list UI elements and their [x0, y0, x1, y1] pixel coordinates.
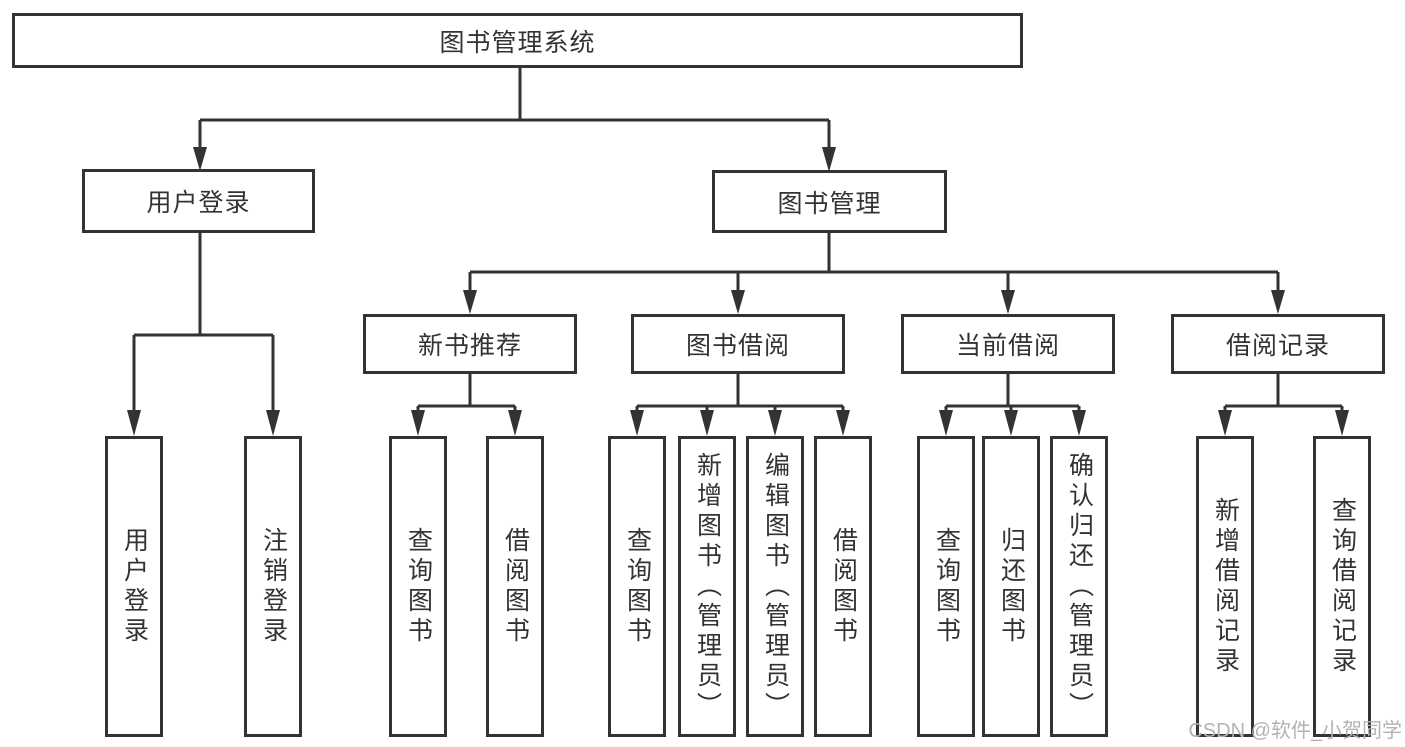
leaf-br-add-record-label: 新增借阅记录 [1211, 496, 1240, 677]
node-new-book-recommend: 新书推荐 [363, 314, 577, 374]
leaf-br-query-record-label: 查询借阅记录 [1328, 496, 1357, 677]
node-user-login: 用户登录 [82, 169, 315, 233]
leaf-br-query-record: 查询借阅记录 [1313, 436, 1371, 737]
node-root-label: 图书管理系统 [439, 28, 596, 57]
leaf-logout-login-label: 注销登录 [259, 526, 288, 647]
csdn-watermark: CSDN @软件_小贺同学 [1188, 720, 1402, 742]
leaf-cb-confirm-return-admin: 确认归还（管理员） [1050, 436, 1108, 737]
leaf-bb-borrow-book: 借阅图书 [814, 436, 872, 737]
leaf-user-login: 用户登录 [105, 436, 163, 737]
leaf-bb-query-book-label: 查询图书 [623, 526, 652, 647]
leaf-cb-query-book: 查询图书 [917, 436, 975, 737]
leaf-bb-add-book-admin-label: 新增图书（管理员） [693, 451, 722, 722]
leaf-bb-edit-book-admin-label: 编辑图书（管理员） [761, 451, 790, 722]
leaf-cb-query-book-label: 查询图书 [932, 526, 961, 647]
leaf-cb-confirm-return-admin-label: 确认归还（管理员） [1065, 451, 1094, 722]
node-borrow-records: 借阅记录 [1171, 314, 1385, 374]
leaf-recommend-borrow-book: 借阅图书 [486, 436, 544, 737]
leaf-cb-return-book: 归还图书 [982, 436, 1040, 737]
leaf-bb-query-book: 查询图书 [608, 436, 666, 737]
leaf-cb-return-book-label: 归还图书 [997, 526, 1026, 647]
node-root: 图书管理系统 [12, 13, 1023, 68]
node-book-management: 图书管理 [712, 170, 947, 233]
node-borrow-records-label: 借阅记录 [1225, 332, 1330, 360]
leaf-logout-login: 注销登录 [244, 436, 302, 737]
node-book-management-label: 图书管理 [777, 189, 882, 218]
node-current-borrow-label: 当前借阅 [955, 332, 1060, 360]
leaf-bb-add-book-admin: 新增图书（管理员） [678, 436, 736, 737]
leaf-br-add-record: 新增借阅记录 [1196, 436, 1254, 737]
leaf-recommend-query-book-label: 查询图书 [404, 526, 433, 647]
node-new-book-recommend-label: 新书推荐 [417, 332, 522, 360]
leaf-bb-borrow-book-label: 借阅图书 [829, 526, 858, 647]
node-user-login-label: 用户登录 [146, 189, 251, 217]
leaf-bb-edit-book-admin: 编辑图书（管理员） [746, 436, 804, 737]
leaf-user-login-label: 用户登录 [120, 526, 149, 647]
leaf-recommend-query-book: 查询图书 [389, 436, 447, 737]
leaf-recommend-borrow-book-label: 借阅图书 [501, 526, 530, 647]
node-current-borrow: 当前借阅 [901, 314, 1115, 374]
node-book-borrow-label: 图书借阅 [685, 332, 790, 360]
node-book-borrow: 图书借阅 [631, 314, 845, 374]
